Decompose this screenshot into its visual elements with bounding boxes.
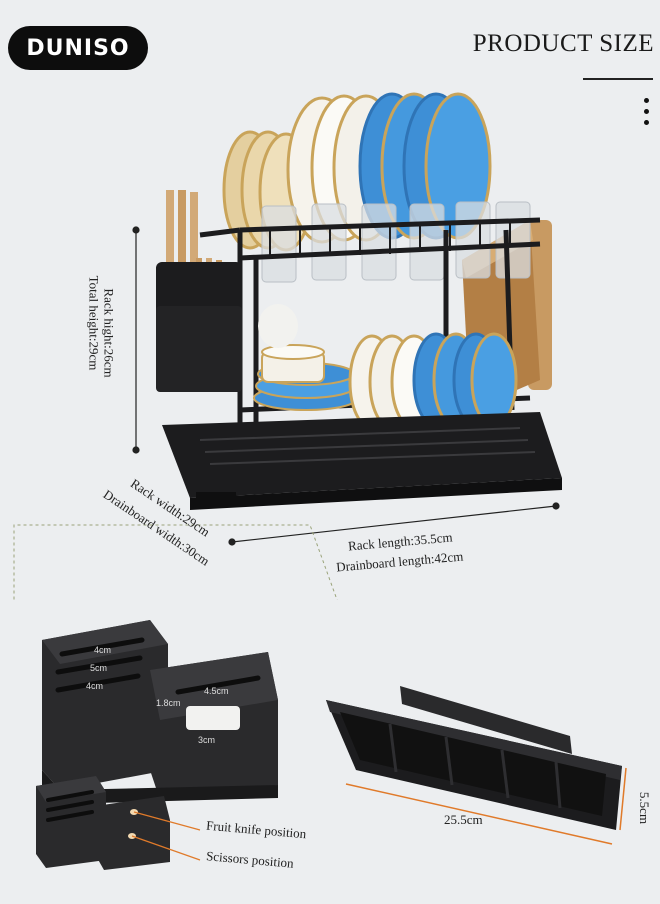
rack-wires [269,223,511,258]
rack-height-label: Rack hight:26cm [101,288,117,378]
tray-length-label: 25.5cm [444,812,483,827]
organizer-tray [326,686,627,845]
closeup-frame [13,524,338,600]
more-options-icon[interactable] [643,98,651,130]
drain-tray [162,412,562,510]
page-title: PRODUCT SIZE [472,30,654,57]
slot-5-label: 4.5cm [204,686,229,696]
title-underline [583,78,653,80]
slot-3-label: 4cm [86,681,103,691]
total-height-label: Total height:29cm [86,275,102,371]
slot-1-label: 4cm [94,645,111,655]
utensil-holder [156,190,242,392]
large-holder [42,620,278,804]
slot-4-label: 1.8cm [156,698,181,708]
tray-height-label: 5.5cm [637,791,653,825]
dish-rack-illustration [13,92,562,600]
slot-6-label: 3cm [198,735,215,745]
utensil-cup-closeup: 4cm 5cm 4cm 1.8cm 4.5cm 3cm [36,620,278,870]
small-holder [36,776,201,870]
brand-logo-text: DUNISO [26,35,130,61]
slot-2-label: 5cm [90,663,107,673]
brand-logo: DUNISO [8,26,148,70]
